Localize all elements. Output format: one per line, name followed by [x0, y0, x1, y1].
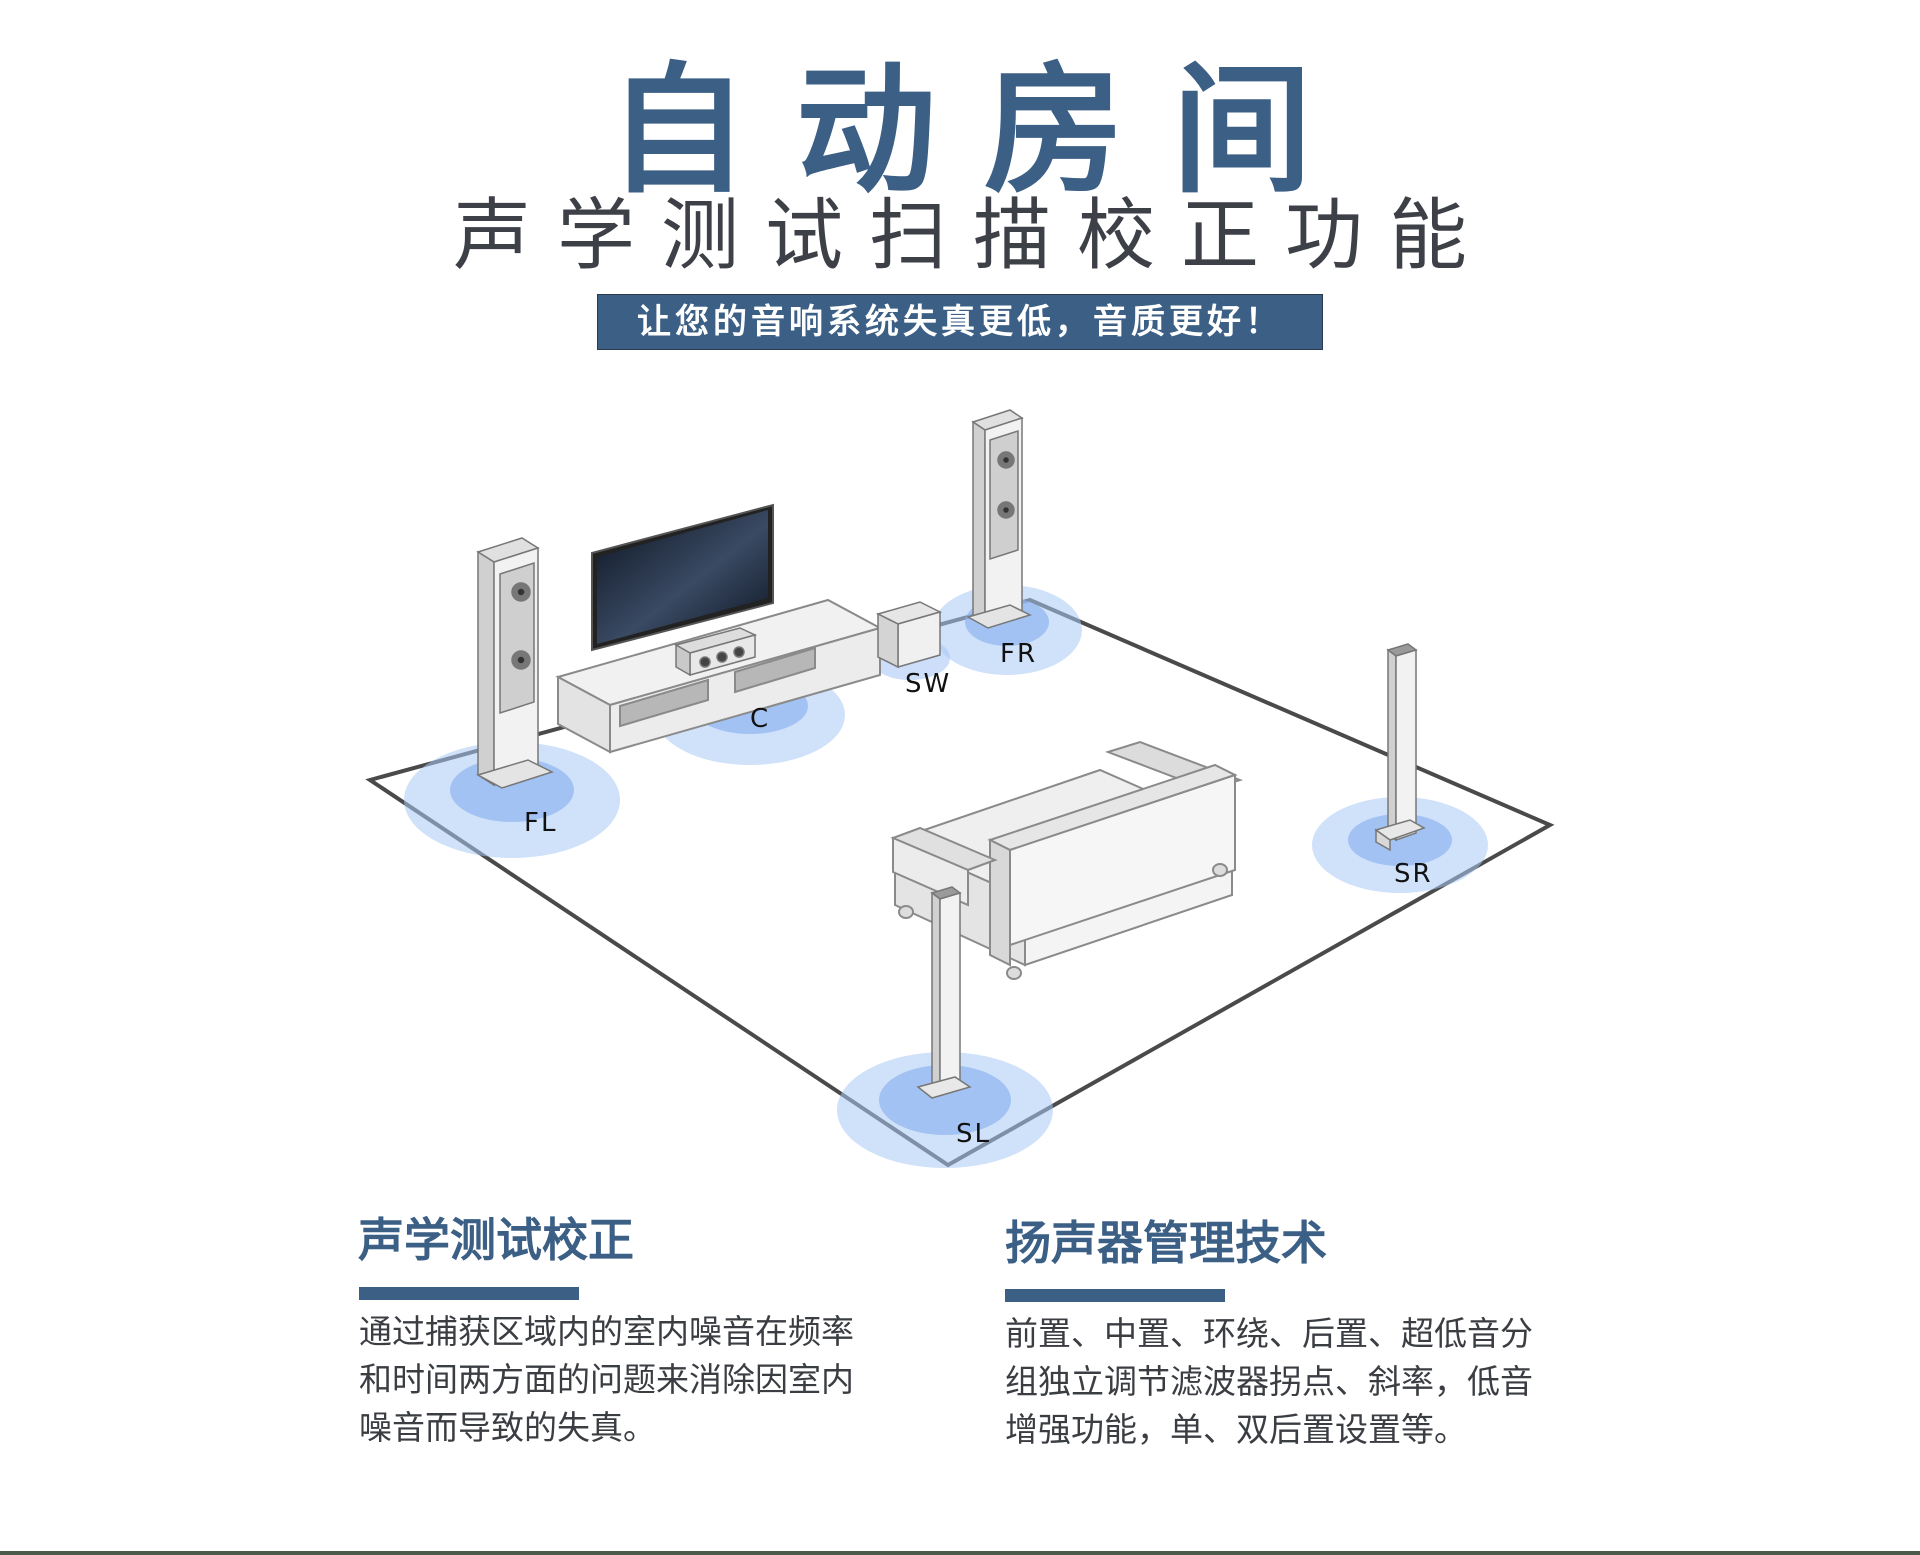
- text-line: 前置、中置、环绕、后置、超低音分: [1005, 1314, 1533, 1353]
- text-line: 和时间两方面的问题来消除因室内: [359, 1360, 854, 1399]
- section-underline: [1005, 1289, 1225, 1302]
- section-underline: [359, 1287, 579, 1300]
- speaker-sl: [916, 886, 972, 1099]
- text-line: 增强功能，单、双后置设置等。: [1005, 1410, 1467, 1449]
- page-title: 自动房间: [607, 50, 1360, 213]
- center-speaker: [674, 627, 758, 677]
- label-sw: SW: [905, 669, 951, 699]
- label-sr: SR: [1394, 859, 1433, 889]
- text-line: 通过捕获区域内的室内噪音在频率: [359, 1312, 854, 1351]
- tv: [591, 503, 774, 652]
- label-fl: FL: [524, 808, 557, 838]
- zone-sr: [1312, 797, 1488, 893]
- speaker-fl: [476, 537, 554, 789]
- speaker-fr: [966, 409, 1033, 629]
- label-c: C: [750, 704, 770, 734]
- bottom-border: [0, 1551, 1920, 1555]
- tagline-banner: 让您的音响系统失真更低，音质更好！: [597, 294, 1323, 350]
- label-sl: SL: [956, 1119, 991, 1149]
- section-text-acoustic-calibration: 通过捕获区域内的室内噪音在频率 和时间两方面的问题来消除因室内 噪音而导致的失真…: [359, 1308, 854, 1452]
- speaker-sr: [1374, 643, 1426, 852]
- section-title-acoustic-calibration: 声学测试校正: [358, 1213, 634, 1267]
- text-line: 噪音而导致的失真。: [359, 1408, 656, 1447]
- section-text-speaker-management: 前置、中置、环绕、后置、超低音分 组独立调节滤波器拐点、斜率，低音 增强功能，单…: [1005, 1310, 1533, 1454]
- label-fr: FR: [1000, 639, 1037, 669]
- zone-sl: [837, 1052, 1053, 1168]
- text-line: 组独立调节滤波器拐点、斜率，低音: [1005, 1362, 1533, 1401]
- sofa: [890, 740, 1244, 980]
- page-subtitle: 声学测试扫描校正功能: [452, 191, 1493, 281]
- subwoofer: [875, 601, 943, 669]
- speaker-layout-diagram: FL C SW FR SR SL: [365, 409, 1555, 1168]
- section-title-speaker-management: 扬声器管理技术: [1005, 1216, 1327, 1270]
